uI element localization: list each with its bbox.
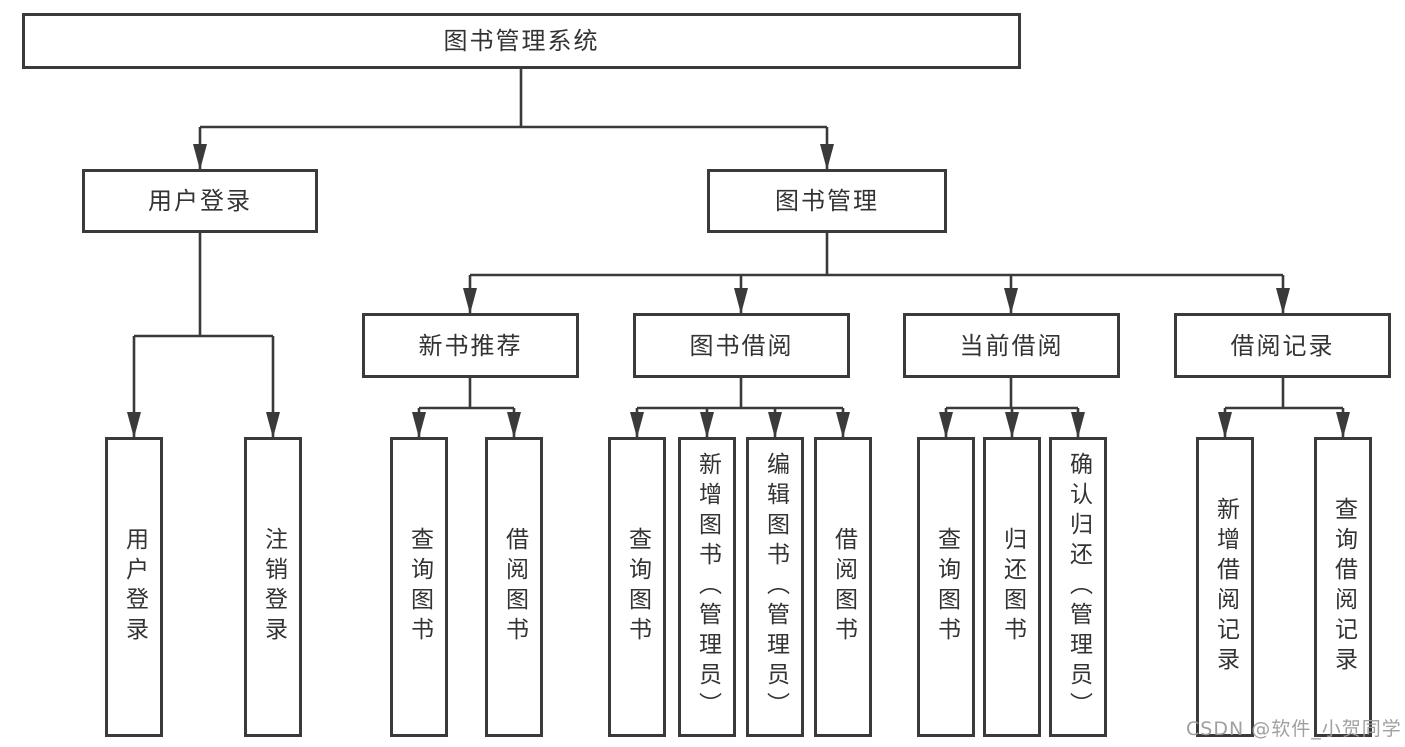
node-book-management: 图书管理 (707, 169, 947, 233)
connector-segments (134, 69, 1343, 410)
node-label: 图书借阅 (689, 331, 794, 360)
node-label: 新书推荐 (418, 331, 523, 360)
node-label: 用户登录 (148, 187, 252, 215)
leaf-borrow-books-recommend: 借阅图书 (485, 437, 543, 737)
leaf-label: 用户登录 (121, 527, 148, 647)
leaf-label: 新增借阅记录 (1212, 497, 1239, 677)
node-current-borrowing: 当前借阅 (903, 313, 1120, 378)
leaf-logout: 注销登录 (244, 437, 302, 737)
leaf-label: 归还图书 (999, 527, 1026, 647)
leaf-borrow-books: 借阅图书 (814, 437, 872, 737)
leaf-label: 借阅图书 (501, 527, 528, 647)
leaf-label: 注销登录 (260, 527, 287, 647)
node-label: 当前借阅 (959, 331, 1064, 360)
leaf-label: 查询图书 (933, 527, 960, 647)
leaf-edit-book-admin: 编辑图书（管理员） (746, 437, 804, 737)
leaf-user-login: 用户登录 (105, 437, 163, 737)
node-library-system: 图书管理系统 (22, 13, 1021, 69)
leaf-label: 编辑图书（管理员） (762, 452, 789, 722)
leaf-label: 查询借阅记录 (1330, 497, 1357, 677)
leaf-query-books-recommend: 查询图书 (390, 437, 448, 737)
node-borrowing-records: 借阅记录 (1174, 313, 1391, 378)
leaf-confirm-return-admin: 确认归还（管理员） (1049, 437, 1107, 737)
leaf-add-borrow-record: 新增借阅记录 (1196, 437, 1254, 737)
leaf-add-book-admin: 新增图书（管理员） (678, 437, 736, 737)
node-label: 图书管理 (775, 187, 879, 215)
leaf-query-books-borrow: 查询图书 (608, 437, 666, 737)
leaf-label: 查询图书 (406, 527, 433, 647)
leaf-return-books: 归还图书 (983, 437, 1041, 737)
csdn-watermark: CSDN @软件_小贺同学 (1186, 718, 1402, 740)
leaf-query-borrow-record: 查询借阅记录 (1314, 437, 1372, 737)
node-new-book-recommend: 新书推荐 (362, 313, 579, 378)
leaf-query-books-current: 查询图书 (917, 437, 975, 737)
node-book-borrowing: 图书借阅 (633, 313, 850, 378)
leaf-label: 新增图书（管理员） (694, 452, 721, 722)
node-label: 图书管理系统 (443, 27, 600, 55)
node-user-login: 用户登录 (82, 169, 318, 233)
leaf-label: 借阅图书 (830, 527, 857, 647)
leaf-label: 查询图书 (624, 527, 651, 647)
node-label: 借阅记录 (1230, 331, 1335, 360)
leaf-label: 确认归还（管理员） (1065, 452, 1092, 722)
